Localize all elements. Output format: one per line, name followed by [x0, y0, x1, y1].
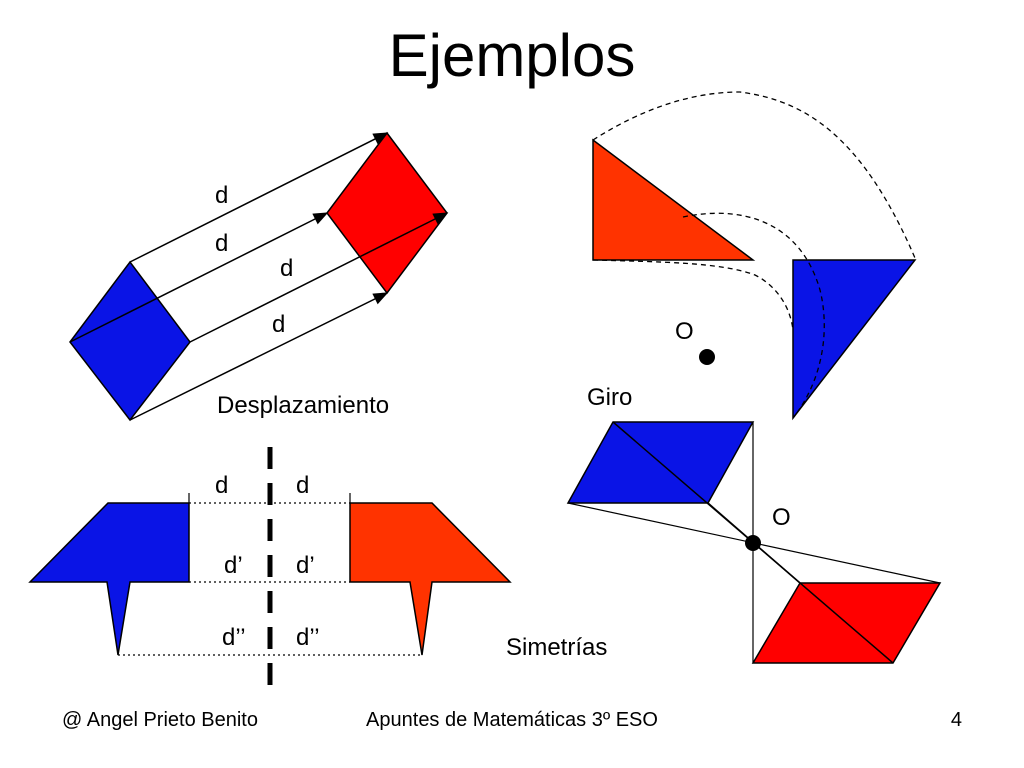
rotation-arc-outer: [592, 91, 916, 259]
axial-image-pentagon: [349, 502, 512, 656]
rotation-original-triangle: [592, 138, 756, 261]
axial-original-pentagon: [28, 502, 190, 656]
rotation-arc-middle: [682, 212, 825, 419]
translation-label-d-3: d: [280, 255, 293, 282]
central-center-point: [745, 535, 761, 551]
axial-symmetry-diagram: d d d’ d’ d’’ d’’ Simetrías: [28, 447, 607, 697]
central-symmetry-diagram: O: [566, 421, 942, 664]
translation-label-d-4: d: [272, 311, 285, 338]
rotation-center-label: O: [675, 318, 694, 345]
translation-vector-top: [129, 132, 389, 263]
axial-label-d-left: d: [215, 472, 228, 499]
central-center-label: O: [772, 504, 791, 531]
rotation-caption: Giro: [587, 384, 632, 411]
rotation-arc-inner: [592, 259, 794, 331]
axial-label-ddprime-left: d’’: [222, 624, 246, 651]
footer-course: Apuntes de Matemáticas 3º ESO: [366, 709, 658, 731]
slide-title: Ejemplos: [389, 22, 636, 89]
rotation-diagram: O Giro: [587, 91, 917, 421]
translation-diagram: d d d d Desplazamiento: [69, 131, 449, 422]
translation-label-d-1: d: [215, 182, 228, 209]
symmetry-caption: Simetrías: [506, 634, 607, 661]
translation-vector-right: [189, 212, 449, 343]
axial-label-dprime-right: d’: [296, 552, 315, 579]
footer-author: @ Angel Prieto Benito: [62, 709, 258, 731]
translation-vector-bottom: [129, 292, 389, 421]
footer-page-number: 4: [951, 709, 962, 731]
translation-original-square: [69, 260, 191, 422]
translation-caption: Desplazamiento: [217, 392, 389, 419]
axial-label-d-right: d: [296, 472, 309, 499]
translation-label-d-2: d: [215, 230, 228, 257]
translation-image-square: [326, 131, 448, 295]
axial-label-ddprime-right: d’’: [296, 624, 320, 651]
rotation-image-triangle: [792, 259, 917, 421]
rotation-center-point: [699, 349, 715, 365]
axial-label-dprime-left: d’: [224, 552, 243, 579]
translation-vector-left: [69, 212, 329, 343]
